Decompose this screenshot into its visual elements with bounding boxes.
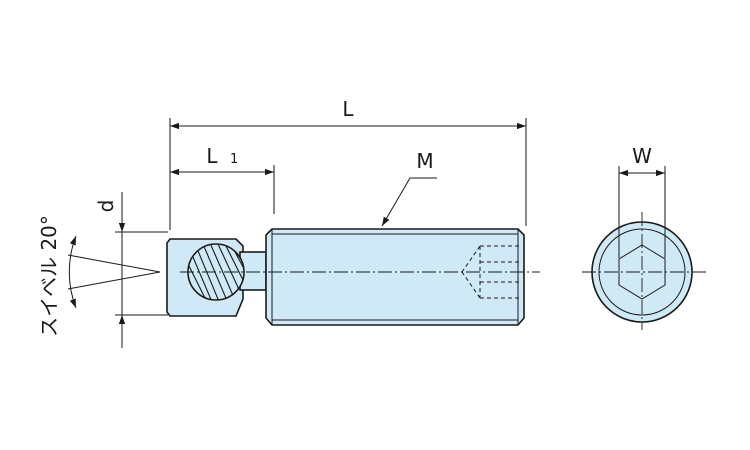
swivel-angle-arc bbox=[68, 235, 77, 309]
label-swivel-angle: スイベル 20° bbox=[37, 215, 61, 337]
hex-socket-icon bbox=[618, 244, 666, 300]
label-l1: L bbox=[206, 144, 218, 168]
label-d: d bbox=[94, 200, 118, 213]
hidden-hex-socket bbox=[461, 245, 520, 299]
swivel-angle-lines bbox=[67, 254, 161, 290]
label-l1-subscript: 1 bbox=[230, 152, 238, 167]
threaded-body bbox=[265, 228, 525, 326]
dimensions: L L 1 M d スイベル 20° bbox=[37, 97, 527, 348]
end-view: W bbox=[582, 144, 708, 330]
side-view bbox=[67, 228, 540, 326]
label-l: L bbox=[342, 97, 354, 121]
label-m: M bbox=[416, 149, 433, 173]
leader-m bbox=[381, 177, 437, 227]
label-w: W bbox=[632, 144, 652, 168]
